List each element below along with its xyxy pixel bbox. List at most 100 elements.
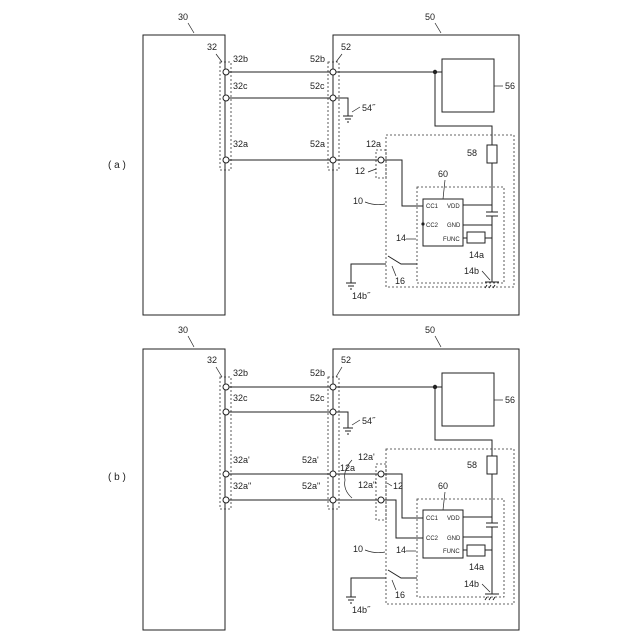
chip-func: FUNC xyxy=(443,549,460,555)
func-block-14a xyxy=(467,232,485,243)
load-label: 56 xyxy=(505,395,515,405)
panel-label: ( a ) xyxy=(108,160,126,171)
ground-icon-54 xyxy=(343,116,353,122)
label-32c: 32c xyxy=(233,393,248,403)
leader-14b xyxy=(482,271,490,280)
chip-vdd: VDD xyxy=(447,516,460,522)
switch-16 xyxy=(388,570,417,578)
ground-icon-switch xyxy=(346,283,356,289)
resistor-58 xyxy=(487,145,497,163)
label-60: 60 xyxy=(438,169,448,179)
func-block-14a xyxy=(467,545,485,556)
label-14: 14 xyxy=(396,545,406,555)
capacitor-icon xyxy=(486,205,498,225)
cable-leader xyxy=(365,550,385,553)
device-label: 50 xyxy=(425,12,435,22)
plug-12 xyxy=(376,150,386,178)
host-connector-label: 32 xyxy=(207,42,217,52)
label-60: 60 xyxy=(438,481,448,491)
cable-leader xyxy=(365,202,385,205)
device-leader xyxy=(435,336,441,347)
label-14b-switch: 14b˝ xyxy=(352,291,371,301)
leader-60 xyxy=(443,492,445,510)
switch-16 xyxy=(388,256,417,264)
pin-32c xyxy=(223,409,229,415)
pin-32b xyxy=(223,384,229,390)
ground-wire-54 xyxy=(336,98,348,116)
chip-cc2: CC2 xyxy=(426,223,439,229)
label-52b: 52b xyxy=(310,368,325,378)
panel-a: ( a ) 30 50 32 52 32b 32c 32a 52b xyxy=(108,12,519,315)
label-54: 54˝ xyxy=(362,416,376,426)
label-12a: 12a xyxy=(340,463,355,473)
host-block xyxy=(143,35,225,315)
label-32a1: 32aʹ xyxy=(233,455,250,465)
device-leader xyxy=(435,23,441,33)
label-32b: 32b xyxy=(233,54,248,64)
pin-52a xyxy=(330,157,336,163)
leader-16 xyxy=(392,580,396,590)
label-32a2: 32aʺ xyxy=(233,481,251,491)
load-label: 56 xyxy=(505,81,515,91)
label-32b: 32b xyxy=(233,368,248,378)
resistor-label: 58 xyxy=(467,148,477,158)
leader-16 xyxy=(392,266,396,276)
device-connector-leader xyxy=(336,367,342,377)
pin-52a1 xyxy=(330,471,336,477)
pin-12a1 xyxy=(378,471,384,477)
label-32c: 32c xyxy=(233,81,248,91)
label-52a1: 52aʹ xyxy=(302,455,319,465)
chip-gnd: GND xyxy=(447,536,461,542)
resistor-label: 58 xyxy=(467,460,477,470)
label-14a: 14a xyxy=(469,562,484,572)
chip-func: FUNC xyxy=(443,237,460,243)
leader-54 xyxy=(352,107,360,112)
label-16: 16 xyxy=(395,590,405,600)
leader-12 xyxy=(368,169,376,172)
label-12a: 12a xyxy=(366,139,381,149)
label-32a: 32a xyxy=(233,139,248,149)
cc2-dot xyxy=(421,222,424,225)
module-14 xyxy=(417,187,504,283)
leader-54 xyxy=(352,420,360,425)
label-52a: 52a xyxy=(310,139,325,149)
wire-to-resistor xyxy=(435,72,492,145)
device-connector-leader xyxy=(336,54,342,62)
label-14: 14 xyxy=(396,233,406,243)
label-16: 16 xyxy=(395,276,405,286)
chip-cc2: CC2 xyxy=(426,536,439,542)
device-connector-label: 52 xyxy=(341,355,351,365)
pin-32a xyxy=(223,157,229,163)
pin-12a2 xyxy=(378,497,384,503)
label-54: 54˝ xyxy=(362,103,376,113)
cable-label: 10 xyxy=(353,544,363,554)
label-14b: 14b xyxy=(464,266,479,276)
pin-52a2 xyxy=(330,497,336,503)
pin-32a2 xyxy=(223,497,229,503)
pin-32c xyxy=(223,95,229,101)
label-52c: 52c xyxy=(310,393,325,403)
label-12a2: 12aʺ xyxy=(358,480,376,490)
chip-cc1: CC1 xyxy=(426,516,439,522)
module-14 xyxy=(417,499,504,597)
label-12: 12 xyxy=(355,166,365,176)
resistor-58 xyxy=(487,456,497,474)
leader-12 xyxy=(387,483,392,486)
host-connector-label: 32 xyxy=(207,355,217,365)
switch-ground-wire xyxy=(351,264,386,283)
host-label: 30 xyxy=(178,325,188,335)
ground-icon-switch xyxy=(346,597,356,603)
label-52c: 52c xyxy=(310,81,325,91)
host-block xyxy=(143,349,225,630)
pin-12a xyxy=(378,157,384,163)
load-block xyxy=(442,59,494,112)
leader-14b xyxy=(482,584,490,592)
label-52a2: 52aʺ xyxy=(302,481,320,491)
ground-icon-54 xyxy=(343,428,353,434)
pin-52c xyxy=(330,95,336,101)
pin-52b xyxy=(330,384,336,390)
pin-32b xyxy=(223,69,229,75)
panel-b: ( b ) 30 50 32 52 32b 32c 32aʹ 32aʺ xyxy=(108,325,519,630)
leader-60 xyxy=(443,180,445,199)
